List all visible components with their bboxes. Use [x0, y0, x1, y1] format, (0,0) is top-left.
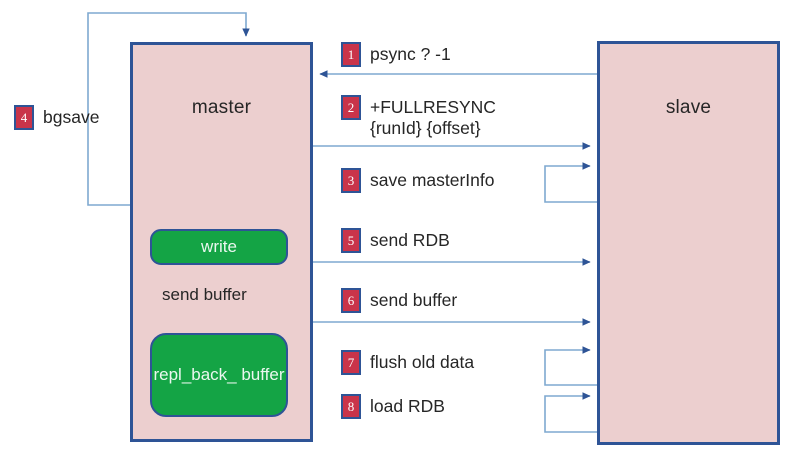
box-write[interactable]: write	[150, 229, 288, 265]
step-5-send-rdb[interactable]: 5 send RDB	[341, 228, 450, 253]
step-2-fullresync[interactable]: 2 +FULLRESYNC {runId} {offset}	[341, 95, 496, 138]
step-caption-2: +FULLRESYNC {runId} {offset}	[370, 97, 496, 138]
step-caption-1: psync ? -1	[370, 44, 451, 64]
step-caption-8: load RDB	[370, 396, 445, 416]
step-badge-3: 3	[341, 168, 361, 193]
step-badge-5: 5	[341, 228, 361, 253]
node-slave[interactable]: slave	[597, 41, 780, 445]
box-repl-back-buffer[interactable]: repl_back_ buffer	[150, 333, 288, 417]
inner-edge-label-send-buffer: send buffer	[162, 285, 247, 304]
step-3-save-masterinfo[interactable]: 3 save masterInfo	[341, 168, 495, 193]
wire-step-7-flush-old-data	[544, 346, 597, 386]
wire-step-3-save-masterinfo	[544, 162, 597, 203]
step-4-bgsave[interactable]: 4 bgsave	[14, 105, 99, 130]
node-slave-label: slave	[665, 97, 712, 118]
step-badge-2: 2	[341, 95, 361, 120]
step-7-flush-old-data[interactable]: 7 flush old data	[341, 350, 474, 375]
step-6-send-buffer[interactable]: 6 send buffer	[341, 288, 457, 313]
wire-step-8-load-rdb	[544, 392, 597, 433]
step-caption-3: save masterInfo	[370, 170, 495, 190]
step-caption-6: send buffer	[370, 290, 458, 310]
step-badge-4: 4	[14, 105, 34, 130]
step-caption-7: flush old data	[370, 352, 475, 372]
step-1-psync[interactable]: 1 psync ? -1	[341, 42, 451, 67]
step-badge-6: 6	[341, 288, 361, 313]
node-master-label: master	[191, 97, 252, 118]
step-badge-1: 1	[341, 42, 361, 67]
step-8-load-rdb[interactable]: 8 load RDB	[341, 394, 445, 419]
step-caption-5: send RDB	[370, 230, 450, 250]
box-repl-back-buffer-label: repl_back_ buffer	[153, 364, 285, 384]
step-caption-4: bgsave	[43, 107, 100, 127]
step-badge-8: 8	[341, 394, 361, 419]
step-badge-7: 7	[341, 350, 361, 375]
box-write-label: write	[201, 236, 237, 256]
